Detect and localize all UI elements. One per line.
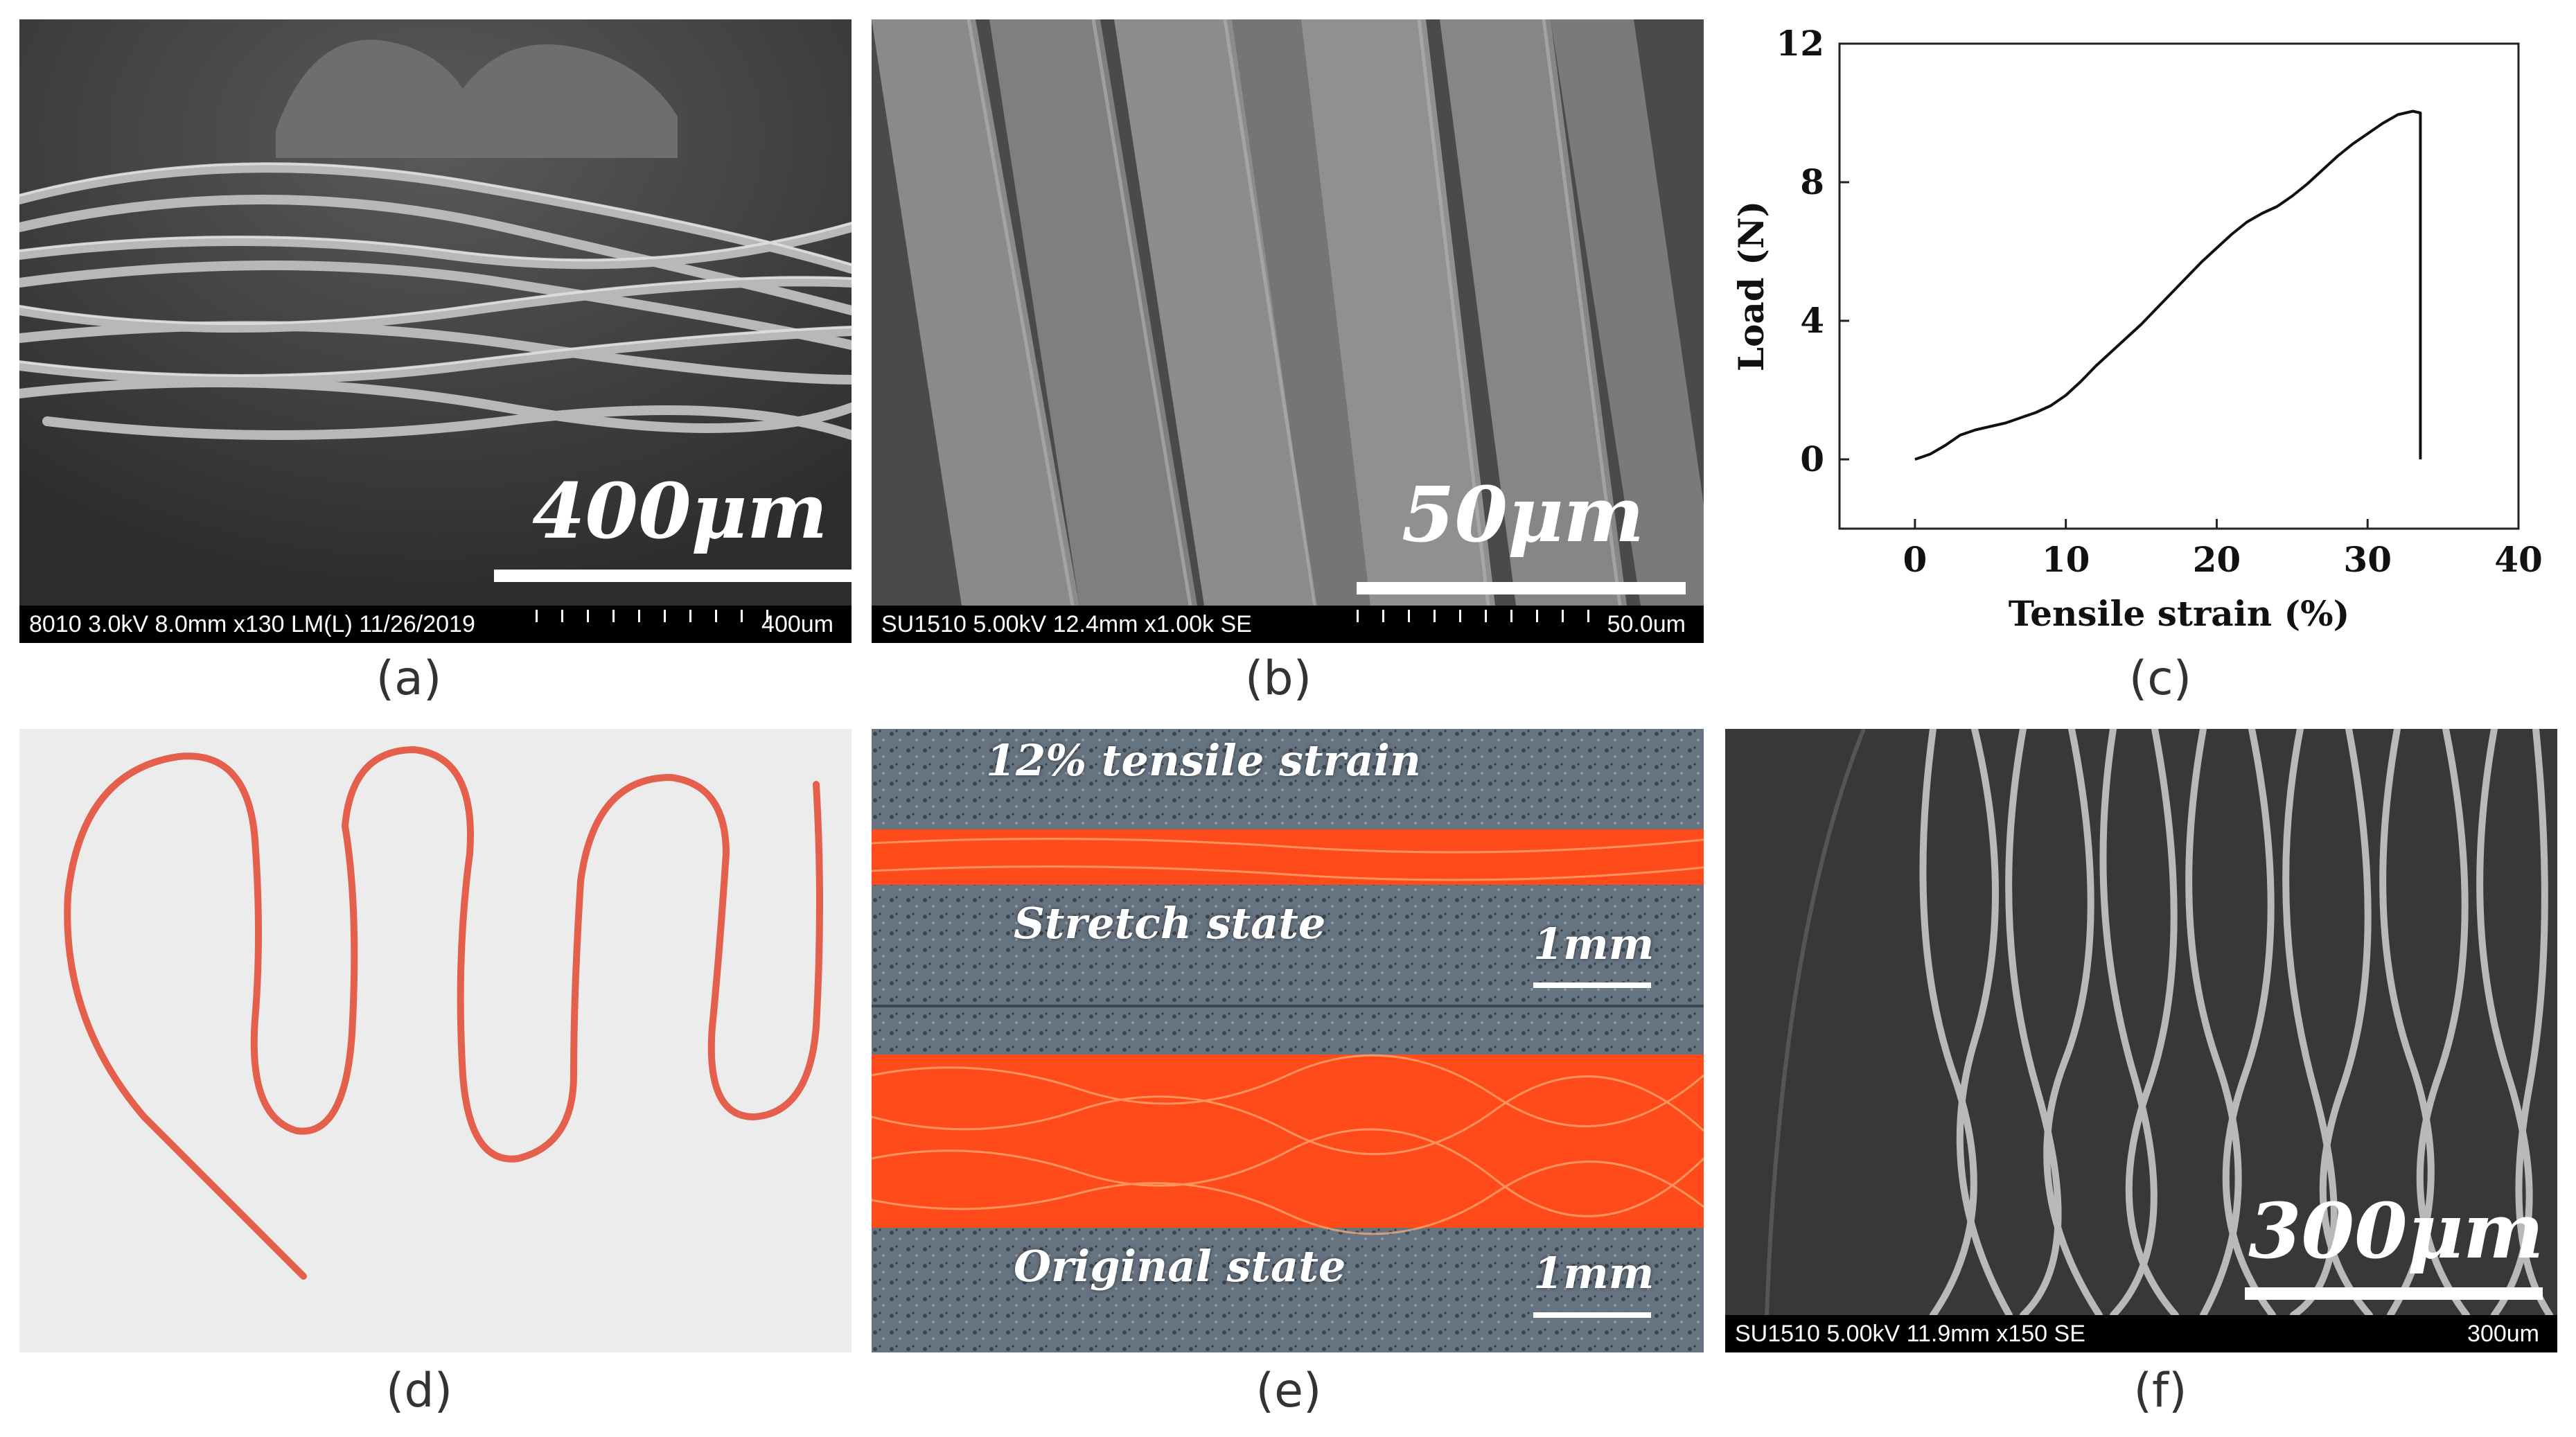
fiber-array-illustration [1725,729,2557,1315]
y-tick-label: 0 [1800,439,1824,479]
caption-f: (f) [2133,1364,2187,1418]
scale-bar [1357,582,1686,594]
scale-bar [494,570,852,582]
caption-d: (d) [385,1364,453,1418]
original-state-label: Original state [1014,1241,1346,1291]
x-tick-label: 20 [2193,539,2241,580]
y-tick-label: 4 [1800,300,1824,341]
sem-ticks [1357,610,1613,622]
scale-label-top: 1mm [1533,919,1655,969]
caption-a: (a) [376,651,442,706]
tensile-strain-label: 12% tensile strain [986,735,1421,786]
fiber-bundle-illustration [19,19,852,606]
x-tick-label: 0 [1903,539,1927,580]
sem-scale-text: 400um [761,611,833,637]
sem-info-text: SU1510 5.00kV 11.9mm x150 SE [1735,1321,2085,1347]
panel-d-photo [19,729,852,1352]
scale-label-bottom: 1mm [1533,1248,1655,1298]
plot-frame [1838,42,2520,530]
sem-ticks [536,610,792,622]
scale-label: 400μm [532,466,828,556]
panel-e-micrograph: 12% tensile strain Stretch state Origina… [872,729,1704,1352]
panel-a-sem-image: 400μm 8010 3.0kV 8.0mm x130 LM(L) 11/26/… [19,19,852,643]
sem-info-text: SU1510 5.00kV 12.4mm x1.00k SE [881,611,1252,637]
x-tick-label: 10 [2042,539,2090,580]
series-line [1914,109,2422,461]
sem-info-bar: SU1510 5.00kV 11.9mm x150 SE 300um [1725,1315,2557,1352]
panel-f-sem-image: 300μm SU1510 5.00kV 11.9mm x150 SE 300um [1725,729,2557,1352]
scale-label: 300μm [2248,1186,2544,1276]
stretched-vs-original-illustration [872,729,1704,1352]
sem-info-bar: 8010 3.0kV 8.0mm x130 LM(L) 11/26/2019 4… [19,606,852,643]
red-thread-photo [19,729,852,1352]
x-tick-label: 30 [2343,539,2392,580]
fiber-closeup-illustration [872,19,1704,606]
scale-label: 50μm [1402,470,1644,559]
sem-scale-text: 300um [2467,1321,2539,1347]
scale-bar [2245,1287,2543,1300]
sem-info-text: 8010 3.0kV 8.0mm x130 LM(L) 11/26/2019 [29,611,475,637]
panel-b-sem-image: 50μm SU1510 5.00kV 12.4mm x1.00k SE 50.0… [872,19,1704,643]
y-axis-label: Load (N) [1731,201,1772,371]
x-tick-label: 40 [2494,539,2543,580]
caption-b: (b) [1244,651,1312,706]
caption-c: (c) [2128,651,2192,706]
stretch-state-label: Stretch state [1014,898,1326,949]
caption-e: (e) [1255,1364,1322,1418]
sem-info-bar: SU1510 5.00kV 12.4mm x1.00k SE 50.0um [872,606,1704,643]
y-tick-label: 8 [1800,161,1824,202]
x-axis-label: Tensile strain (%) [2009,593,2350,634]
sem-scale-text: 50.0um [1607,611,1686,637]
y-tick-label: 12 [1776,23,1824,64]
